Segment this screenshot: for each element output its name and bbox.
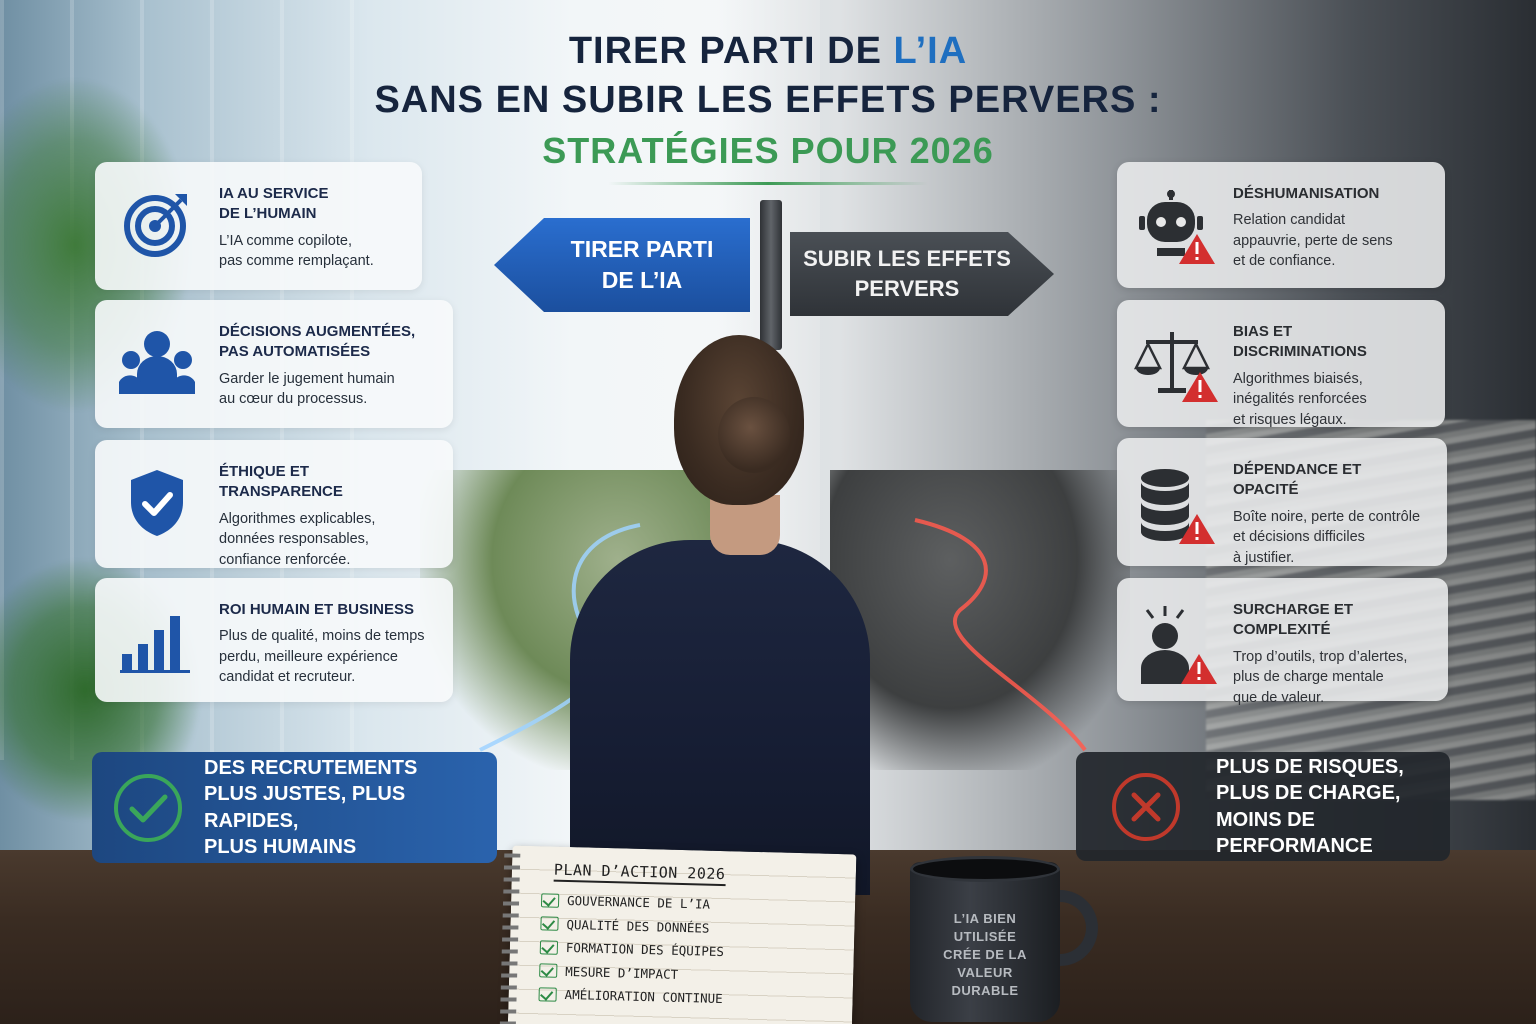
page-title: TIRER PARTI DE L’IA SANS EN SUBIR LES EF… xyxy=(0,30,1536,185)
checkbox-checked-icon xyxy=(539,963,558,978)
database-warning-icon xyxy=(1117,460,1233,566)
woman-from-behind xyxy=(570,335,880,895)
action-plan-notebook: PLAN D’ACTION 2026 GOUVERNANCE DE L’IA Q… xyxy=(499,845,857,1024)
check-circle-icon xyxy=(92,772,204,844)
bar-chart-icon xyxy=(95,600,219,702)
title-line-1: TIRER PARTI DE L’IA xyxy=(568,30,968,72)
card-dependance: DÉPENDANCE ET OPACITÉ Boîte noire, perte… xyxy=(1117,438,1447,566)
title-line-2: SANS EN SUBIR LES EFFETS PERVERS : xyxy=(374,79,1162,121)
checkbox-checked-icon xyxy=(540,916,559,932)
card-text: L’IA comme copilote, pas comme remplaçan… xyxy=(219,232,374,270)
shield-check-icon xyxy=(95,462,219,568)
checkbox-checked-icon xyxy=(539,940,559,955)
checkbox-checked-icon xyxy=(540,893,560,908)
coffee-mug xyxy=(910,862,1060,1022)
card-heading: BIAS ET DISCRIMINATIONS xyxy=(1233,323,1367,361)
neck xyxy=(710,495,780,555)
outcome-text: DES RECRUTEMENTS PLUS JUSTES, PLUS RAPID… xyxy=(204,756,418,858)
card-text: Boîte noire, perte de contrôle et décisi… xyxy=(1233,508,1421,566)
card-bias: BIAS ET DISCRIMINATIONS Algorithmes biai… xyxy=(1117,300,1445,428)
notebook-title: PLAN D’ACTION 2026 xyxy=(553,860,726,887)
card-text: Trop d’outils, trop d’alertes, plus de c… xyxy=(1233,648,1408,706)
card-text: Relation candidat appauvrie, perte de se… xyxy=(1233,212,1393,270)
card-deshumanisation: DÉSHUMANISATION Relation candidat appauv… xyxy=(1117,162,1445,288)
outcome-text: PLUS DE RISQUES, PLUS DE CHARGE, MOINS D… xyxy=(1216,755,1404,857)
x-circle-icon xyxy=(1076,771,1216,843)
target-icon xyxy=(95,184,219,290)
card-ethique: ÉTHIQUE ET TRANSPARENCE Algorithmes expl… xyxy=(95,440,453,568)
card-text: Plus de qualité, moins de temps perdu, m… xyxy=(219,628,425,686)
mug-text: L’IA BIEN UTILISÉE CRÉE DE LA VALEUR DUR… xyxy=(943,911,1027,998)
card-heading: ROI HUMAIN ET BUSINESS xyxy=(219,601,415,618)
title-underline xyxy=(608,182,928,185)
card-heading: SURCHARGE ET COMPLEXITÉ xyxy=(1233,601,1354,639)
card-text: Garder le jugement humain au cœur du pro… xyxy=(219,370,395,408)
sign-right: SUBIR LES EFFETS PERVERS xyxy=(790,232,1054,316)
title-accent: L’IA xyxy=(893,30,968,72)
card-surcharge: SURCHARGE ET COMPLEXITÉ Trop d’outils, t… xyxy=(1117,578,1448,706)
scales-warning-icon xyxy=(1117,322,1233,427)
hair-bun xyxy=(718,397,790,473)
mug-rim xyxy=(910,856,1060,882)
card-text: Algorithmes explicables, données respons… xyxy=(219,510,376,568)
robot-warning-icon xyxy=(1117,184,1233,288)
card-heading: DÉCISIONS AUGMENTÉES, PAS AUTOMATISÉES xyxy=(219,323,416,361)
card-ia-au-service: IA AU SERVICE DE L’HUMAIN L’IA comme cop… xyxy=(95,162,422,290)
action-list: GOUVERNANCE DE L’IA QUALITÉ DES DONNÉES … xyxy=(538,888,725,1010)
card-heading: DÉPENDANCE ET OPACITÉ xyxy=(1233,461,1362,499)
card-heading: IA AU SERVICE DE L’HUMAIN xyxy=(219,185,329,223)
card-text: Algorithmes biaisés, inégalités renforcé… xyxy=(1233,370,1367,428)
outcome-negative: PLUS DE RISQUES, PLUS DE CHARGE, MOINS D… xyxy=(1076,752,1450,861)
outcome-positive: DES RECRUTEMENTS PLUS JUSTES, PLUS RAPID… xyxy=(92,752,497,863)
signpost-pole xyxy=(760,200,782,350)
blazer xyxy=(570,540,870,895)
overload-warning-icon xyxy=(1117,600,1233,701)
title-line-3: STRATÉGIES POUR 2026 xyxy=(542,130,994,171)
sign-left: TIRER PARTI DE L’IA xyxy=(494,218,750,312)
notebook-spiral xyxy=(499,853,521,1024)
checkbox-checked-icon xyxy=(538,987,557,1002)
card-heading: DÉSHUMANISATION xyxy=(1233,185,1380,202)
card-roi: ROI HUMAIN ET BUSINESS Plus de qualité, … xyxy=(95,578,453,702)
card-heading: ÉTHIQUE ET TRANSPARENCE xyxy=(219,463,343,501)
card-decisions-augmentees: DÉCISIONS AUGMENTÉES, PAS AUTOMATISÉES G… xyxy=(95,300,453,428)
list-item: AMÉLIORATION CONTINUE xyxy=(538,982,723,1010)
people-icon xyxy=(95,322,219,428)
